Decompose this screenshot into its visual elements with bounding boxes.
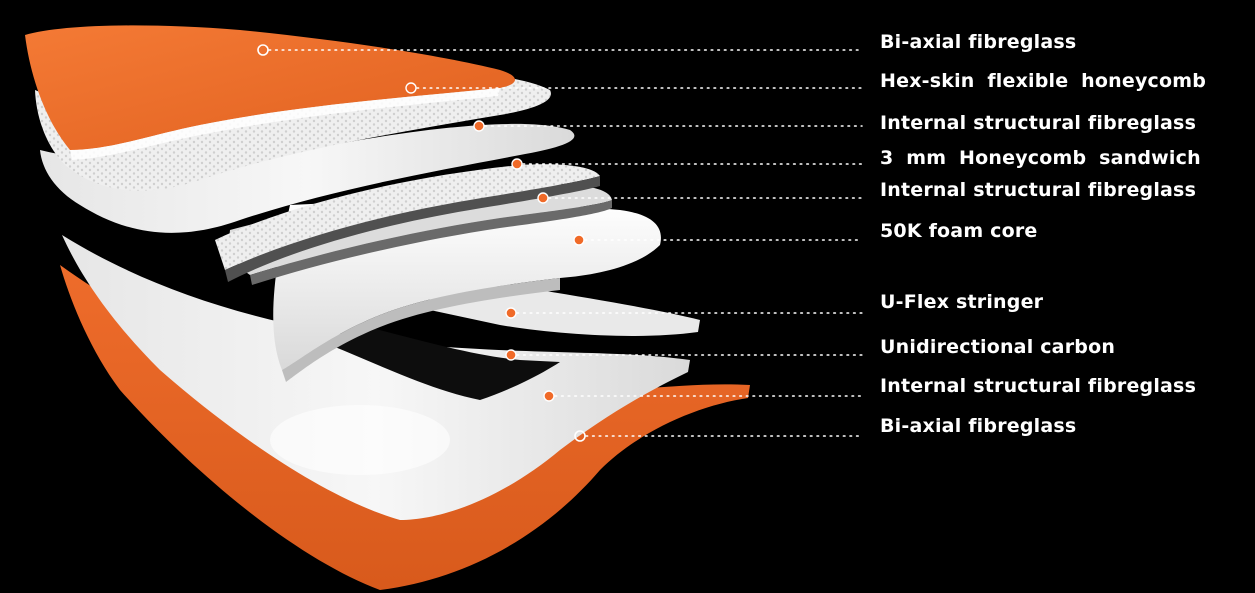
- callout-marker: [574, 235, 584, 245]
- label-bi-axial-fibreglass-bottom: Bi-axial fibreglass: [880, 415, 1076, 437]
- callout-marker: [538, 193, 548, 203]
- callout-marker: [474, 121, 484, 131]
- label-3mm-honeycomb-sandwich: 3 mm Honeycomb sandwich: [880, 147, 1201, 169]
- callout-marker: [544, 391, 554, 401]
- label-50k-foam-core: 50K foam core: [880, 220, 1038, 242]
- callout-marker: [512, 159, 522, 169]
- callout-marker: [506, 350, 516, 360]
- label-hex-skin-flexible-honeycomb: Hex-skin flexible honeycomb: [880, 70, 1206, 92]
- label-internal-structural-fibreglass-2: Internal structural fibreglass: [880, 179, 1196, 201]
- label-unidirectional-carbon: Unidirectional carbon: [880, 336, 1115, 358]
- label-internal-structural-fibreglass-3: Internal structural fibreglass: [880, 375, 1196, 397]
- label-bi-axial-fibreglass-top: Bi-axial fibreglass: [880, 31, 1076, 53]
- label-u-flex-stringer: U-Flex stringer: [880, 291, 1043, 313]
- callout-marker: [506, 308, 516, 318]
- bottom-layer-highlight: [270, 405, 450, 475]
- label-internal-structural-fibreglass-1: Internal structural fibreglass: [880, 112, 1196, 134]
- callout-marker: [406, 83, 416, 93]
